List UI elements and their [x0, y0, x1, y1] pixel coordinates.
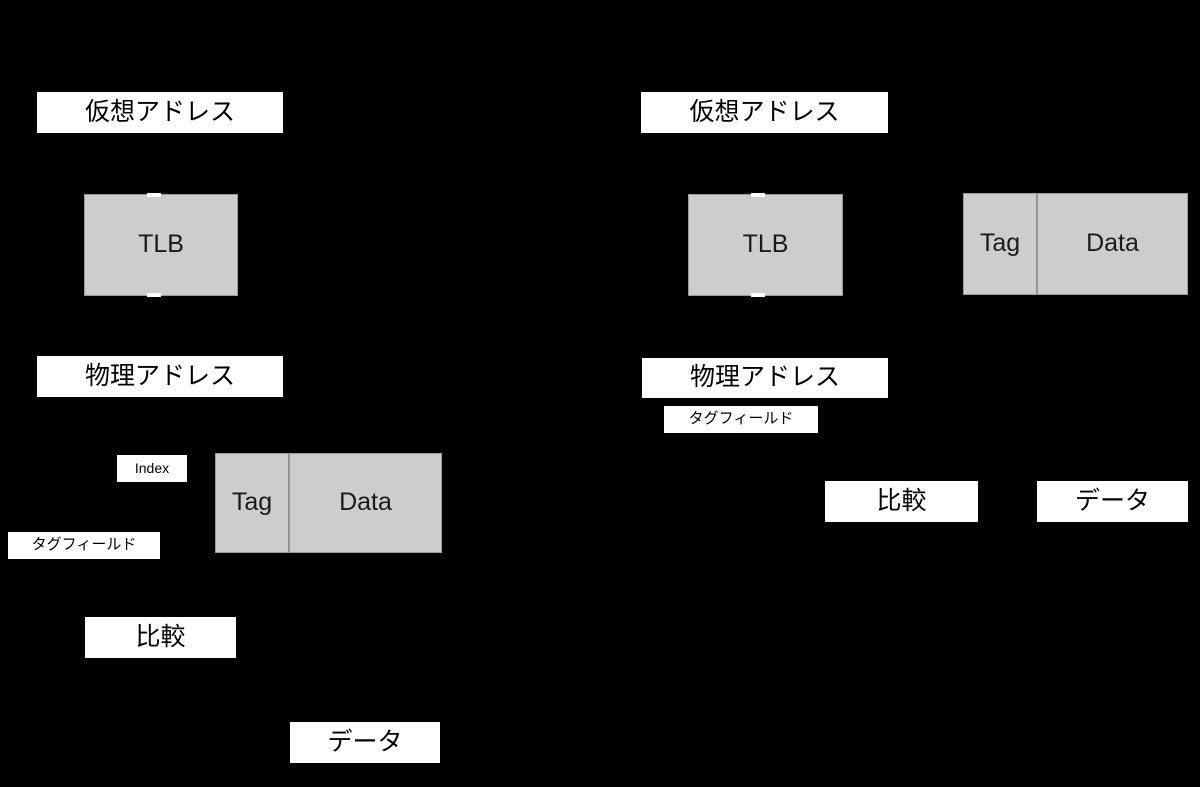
left-compare-box: 比較: [85, 617, 236, 658]
right-compare-box: 比較: [825, 481, 978, 522]
right-compare-label: 比較: [876, 486, 927, 515]
right-cache-data-box: Data: [1037, 193, 1188, 295]
right-physical-address-label: 物理アドレス: [689, 363, 840, 392]
right-tlb-box: TLB: [688, 193, 843, 297]
left-tlb-box: TLB: [84, 193, 238, 297]
left-cache-tag-box: Tag: [215, 453, 289, 553]
right-cache-tag-box: Tag: [963, 193, 1037, 295]
left-compare-label: 比較: [135, 622, 186, 651]
right-cache-tag-label: Tag: [979, 229, 1021, 258]
left-cache-tag-label: Tag: [231, 488, 273, 517]
left-physical-address-box: 物理アドレス: [37, 356, 283, 397]
right-virtual-address-label: 仮想アドレス: [689, 97, 840, 126]
left-physical-address-label: 物理アドレス: [84, 361, 235, 390]
left-tlb-bottom-connector-icon: [147, 293, 161, 297]
right-tlb-top-connector-icon: [751, 193, 765, 197]
left-tlb-label: TLB: [138, 230, 184, 259]
right-tag-field-label: タグフィールド: [688, 410, 794, 428]
left-tlb-top-connector-icon: [147, 193, 161, 197]
left-virtual-address-box: 仮想アドレス: [37, 92, 283, 133]
left-data-output-label: データ: [327, 727, 403, 756]
right-data-output-label: データ: [1074, 486, 1150, 515]
left-index-box: Index: [117, 455, 187, 482]
right-physical-address-box: 物理アドレス: [642, 358, 888, 398]
right-virtual-address-box: 仮想アドレス: [641, 92, 888, 133]
right-cache-data-label: Data: [1086, 229, 1139, 258]
left-cache-data-label: Data: [339, 488, 392, 517]
left-cache-data-box: Data: [289, 453, 442, 553]
right-tag-field-box: タグフィールド: [664, 406, 818, 433]
left-index-label: Index: [134, 459, 170, 476]
left-virtual-address-label: 仮想アドレス: [84, 97, 235, 126]
left-data-output-box: データ: [290, 722, 440, 763]
left-tag-field-box: タグフィールド: [8, 532, 160, 559]
left-tag-field-label: タグフィールド: [31, 536, 137, 554]
right-tlb-bottom-connector-icon: [751, 293, 765, 297]
right-data-output-box: データ: [1037, 481, 1188, 522]
right-tlb-label: TLB: [742, 230, 789, 259]
